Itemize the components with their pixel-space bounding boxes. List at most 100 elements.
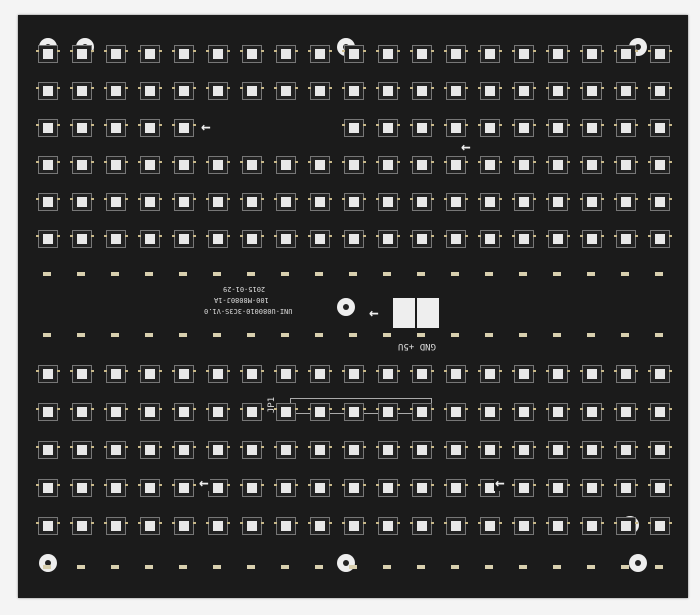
- capacitor: [621, 565, 629, 569]
- led-component: [172, 156, 196, 174]
- led-component: [410, 441, 434, 459]
- led-component: [104, 230, 128, 248]
- led-component: [274, 441, 298, 459]
- led-component: [410, 45, 434, 63]
- capacitor: [77, 565, 85, 569]
- capacitor: [417, 272, 425, 276]
- led-component: [648, 230, 672, 248]
- led-component: [308, 230, 332, 248]
- led-component: [308, 82, 332, 100]
- model-text: UNI-U080010-3C3S-V1.0: [204, 307, 293, 315]
- led-component: [172, 230, 196, 248]
- led-component: [410, 82, 434, 100]
- capacitor: [417, 565, 425, 569]
- led-component: [274, 517, 298, 535]
- led-component: [138, 119, 162, 137]
- led-component: [444, 193, 468, 211]
- led-component: [614, 403, 638, 421]
- capacitor: [451, 272, 459, 276]
- led-component: [138, 403, 162, 421]
- led-component: [478, 441, 502, 459]
- led-component: [512, 193, 536, 211]
- led-component: [70, 230, 94, 248]
- arrow-icon: ←: [494, 473, 506, 492]
- led-component: [308, 517, 332, 535]
- led-component: [478, 517, 502, 535]
- capacitor: [281, 565, 289, 569]
- led-component: [206, 82, 230, 100]
- capacitor: [383, 333, 391, 337]
- led-component: [478, 119, 502, 137]
- capacitor: [281, 272, 289, 276]
- led-component: [342, 156, 366, 174]
- led-component: [36, 403, 60, 421]
- led-component: [580, 82, 604, 100]
- led-component: [70, 156, 94, 174]
- capacitor: [43, 333, 51, 337]
- capacitor: [247, 333, 255, 337]
- led-component: [478, 403, 502, 421]
- led-component: [648, 403, 672, 421]
- led-component: [546, 479, 570, 497]
- led-component: [240, 82, 264, 100]
- led-component: [410, 119, 434, 137]
- led-component: [308, 479, 332, 497]
- led-component: [546, 45, 570, 63]
- led-component: [376, 193, 400, 211]
- pcb-board: 2015-01-29 100-M8080J-1A UNI-U080010-3C3…: [18, 15, 688, 598]
- led-component: [478, 82, 502, 100]
- led-component: [104, 119, 128, 137]
- led-component: [138, 441, 162, 459]
- led-component: [342, 82, 366, 100]
- capacitor: [349, 333, 357, 337]
- led-component: [648, 45, 672, 63]
- led-component: [546, 403, 570, 421]
- led-component: [546, 193, 570, 211]
- led-component: [342, 441, 366, 459]
- led-component: [274, 403, 298, 421]
- capacitor: [179, 565, 187, 569]
- led-component: [410, 517, 434, 535]
- capacitor: [655, 272, 663, 276]
- led-component: [274, 45, 298, 63]
- led-component: [36, 45, 60, 63]
- arrow-icon: ←: [200, 117, 212, 136]
- led-component: [104, 479, 128, 497]
- led-component: [172, 517, 196, 535]
- power-pad-5v: [417, 298, 439, 328]
- led-component: [240, 45, 264, 63]
- led-component: [478, 193, 502, 211]
- capacitor: [145, 333, 153, 337]
- capacitor: [213, 565, 221, 569]
- led-component: [648, 517, 672, 535]
- led-component: [444, 156, 468, 174]
- led-component: [104, 193, 128, 211]
- led-component: [580, 230, 604, 248]
- capacitor: [655, 333, 663, 337]
- led-component: [240, 479, 264, 497]
- led-component: [36, 119, 60, 137]
- capacitor: [519, 565, 527, 569]
- led-component: [104, 156, 128, 174]
- capacitor: [621, 272, 629, 276]
- led-component: [580, 365, 604, 383]
- led-component: [206, 479, 230, 497]
- power-label: GND +5U: [398, 341, 436, 351]
- led-component: [70, 82, 94, 100]
- led-component: [342, 45, 366, 63]
- capacitor: [349, 272, 357, 276]
- led-component: [172, 479, 196, 497]
- led-component: [512, 45, 536, 63]
- led-component: [376, 517, 400, 535]
- led-component: [546, 119, 570, 137]
- led-component: [580, 479, 604, 497]
- capacitor: [349, 565, 357, 569]
- led-component: [240, 517, 264, 535]
- led-component: [444, 441, 468, 459]
- capacitor: [315, 333, 323, 337]
- led-component: [580, 193, 604, 211]
- led-component: [206, 156, 230, 174]
- led-component: [274, 193, 298, 211]
- led-component: [172, 45, 196, 63]
- led-component: [478, 45, 502, 63]
